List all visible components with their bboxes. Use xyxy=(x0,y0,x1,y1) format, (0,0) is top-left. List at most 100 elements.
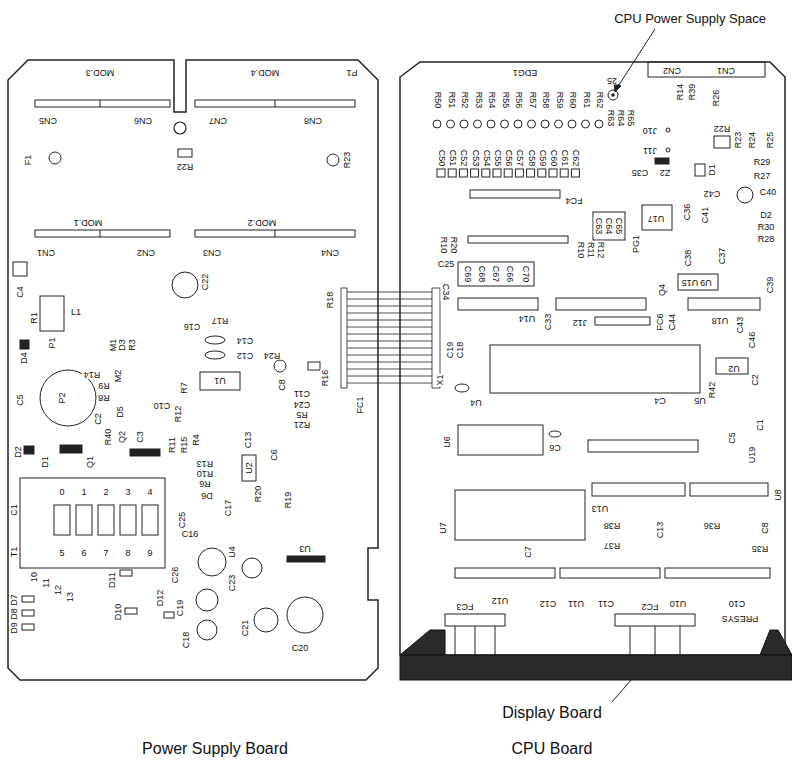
component-designator: C13 xyxy=(244,431,253,450)
component-designator: 0 xyxy=(58,488,65,497)
component-designator: C5 xyxy=(16,393,25,407)
component-designator: D4 xyxy=(20,351,29,365)
ribbon-wire xyxy=(378,341,400,342)
component-designator: D10 xyxy=(114,603,123,622)
component-designator: C25 xyxy=(178,511,187,530)
component-outline xyxy=(205,351,225,359)
dark-component xyxy=(130,449,160,456)
component-outline xyxy=(274,360,286,372)
ribbon-wire xyxy=(378,355,400,356)
module-connector xyxy=(275,230,276,237)
component-designator: R39 xyxy=(688,83,697,102)
cpu-component xyxy=(433,120,441,128)
component-outline xyxy=(178,149,192,157)
component-outline xyxy=(308,362,320,370)
component-designator: U2 xyxy=(245,461,254,475)
component-designator: Q2 xyxy=(118,430,127,444)
component-designator: 25 xyxy=(606,76,618,85)
cpu-component xyxy=(592,483,685,496)
component-designator: C37 xyxy=(718,247,727,266)
ribbon-cable xyxy=(341,288,347,388)
component-designator: CN1 xyxy=(36,248,56,257)
component-designator: C7 xyxy=(524,545,533,559)
component-designator: D11 xyxy=(108,571,117,589)
component-designator: R58 xyxy=(541,91,550,110)
component-designator: R50 xyxy=(433,91,442,110)
component-designator: C11 xyxy=(597,599,615,608)
component-designator: CN4 xyxy=(320,248,340,257)
cpu-component xyxy=(608,90,618,100)
component-designator: R28 xyxy=(757,235,776,244)
leader-line xyxy=(617,29,655,88)
ribbon-cable xyxy=(400,376,432,377)
component-outline xyxy=(120,570,132,576)
cpu-component xyxy=(678,274,718,290)
component-designator: D1 xyxy=(708,163,717,177)
component-designator: U4 xyxy=(469,398,483,407)
component-designator: R5 xyxy=(295,410,309,419)
component-outline xyxy=(40,296,64,331)
component-outline xyxy=(20,478,165,568)
component-designator: C18 xyxy=(456,341,465,360)
ribbon-cable xyxy=(400,327,432,328)
component-outline xyxy=(54,505,70,535)
ribbon-wire xyxy=(378,299,400,300)
component-designator: R62 xyxy=(595,91,604,110)
cpu-component xyxy=(695,164,705,176)
module-connector xyxy=(100,230,101,237)
component-designator: M2 xyxy=(114,369,123,384)
cpu-component xyxy=(455,490,585,540)
component-designator: C26 xyxy=(171,566,180,585)
cpu-component xyxy=(541,120,549,128)
component-designator: R1 xyxy=(30,311,39,325)
component-designator: CN2 xyxy=(662,66,682,75)
component-designator: D3 xyxy=(118,338,127,352)
cpu-component xyxy=(665,568,770,578)
component-designator: D2 xyxy=(759,211,773,220)
component-designator: 4 xyxy=(146,488,153,497)
component-designator: C57 xyxy=(515,149,524,168)
ribbon-wire xyxy=(378,320,400,321)
component-designator: R4 xyxy=(192,433,201,447)
component-designator: R3 xyxy=(128,338,137,352)
component-designator: J11 xyxy=(642,146,658,155)
component-designator: C56 xyxy=(504,149,513,168)
component-designator: C54 xyxy=(481,149,490,168)
ribbon-cable xyxy=(347,376,378,377)
component-designator: C34 xyxy=(441,283,450,302)
display-board-shape xyxy=(400,630,445,655)
component-designator: C21 xyxy=(241,619,250,638)
component-designator: P2 xyxy=(58,391,67,404)
component-designator: R22 xyxy=(713,124,732,133)
ribbon-cable xyxy=(400,320,432,321)
mounting-hole xyxy=(174,122,186,134)
cpu-component xyxy=(460,120,468,128)
component-outline xyxy=(196,589,218,611)
component-designator: C22 xyxy=(201,273,210,292)
component-designator: C19 xyxy=(446,341,455,360)
component-designator: D8 xyxy=(10,607,19,621)
component-designator: 7 xyxy=(102,549,109,558)
dark-component xyxy=(287,556,325,562)
ribbon-cable xyxy=(400,334,432,335)
ribbon-cable xyxy=(347,369,378,370)
cpu-component xyxy=(680,626,681,655)
component-designator: C14 xyxy=(236,336,255,345)
component-designator: C11 xyxy=(293,389,311,398)
ribbon-wire xyxy=(378,369,400,370)
cpu-component xyxy=(630,626,631,655)
component-designator: U2 xyxy=(727,364,741,373)
component-designator: U13 xyxy=(591,504,610,513)
ribbon-cable xyxy=(347,355,378,356)
cpu-component xyxy=(595,317,650,325)
cpu-component xyxy=(714,136,730,148)
component-outline xyxy=(287,597,323,633)
component-designator: T1 xyxy=(10,546,19,559)
component-designator: D7 xyxy=(10,593,19,607)
component-designator: C10 xyxy=(728,599,747,608)
component-outline xyxy=(125,608,137,614)
component-designator: C60 xyxy=(549,149,558,168)
component-designator: R18 xyxy=(326,291,335,310)
cpu-component xyxy=(470,190,560,198)
cpu-component xyxy=(593,212,625,240)
